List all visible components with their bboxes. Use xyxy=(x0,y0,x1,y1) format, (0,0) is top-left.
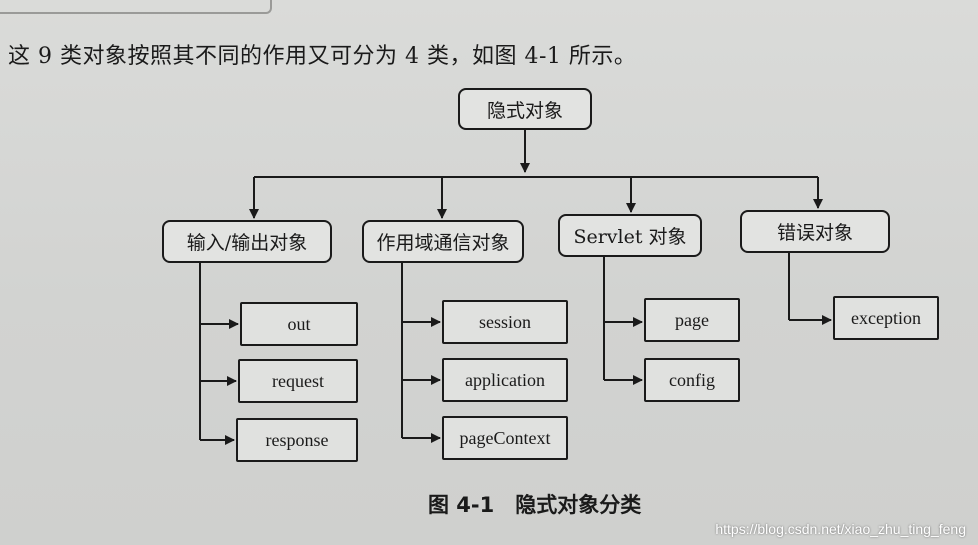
figure-caption: 图 4-1 隐式对象分类 xyxy=(428,493,642,517)
category-servlet-objects: Servlet 对象 xyxy=(558,214,702,257)
category-scope-objects: 作用域通信对象 xyxy=(362,220,524,263)
intro-paragraph: 这 9 类对象按照其不同的作用又可分为 4 类，如图 4-1 所示。 xyxy=(8,44,637,69)
leaf-config: config xyxy=(644,358,740,402)
leaf-session: session xyxy=(442,300,568,344)
leaf-request: request xyxy=(238,359,358,403)
watermark-url: https://blog.csdn.net/xiao_zhu_ting_feng xyxy=(715,521,966,537)
leaf-page: page xyxy=(644,298,740,342)
leaf-out: out xyxy=(240,302,358,346)
category-io-objects: 输入/输出对象 xyxy=(162,220,332,263)
leaf-pagecontext: pageContext xyxy=(442,416,568,460)
header-frame xyxy=(0,0,272,14)
root-node: 隐式对象 xyxy=(458,88,592,130)
leaf-application: application xyxy=(442,358,568,402)
leaf-response: response xyxy=(236,418,358,462)
category-error-objects: 错误对象 xyxy=(740,210,890,253)
leaf-exception: exception xyxy=(833,296,939,340)
